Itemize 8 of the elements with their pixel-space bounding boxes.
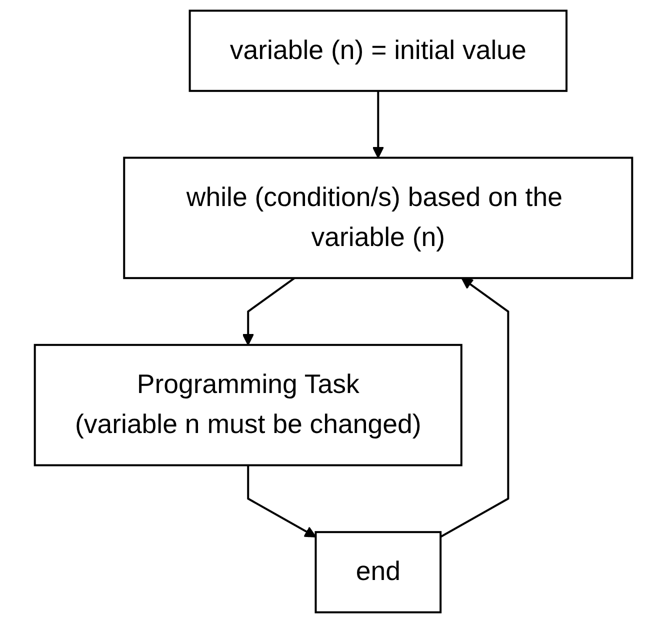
arrow	[247, 465, 316, 538]
node-box	[188, 10, 568, 92]
node-box	[123, 156, 634, 280]
node-box	[34, 344, 462, 466]
node-box	[314, 531, 442, 614]
arrow	[440, 278, 510, 538]
arrow	[372, 90, 384, 158]
arrow	[242, 277, 296, 346]
